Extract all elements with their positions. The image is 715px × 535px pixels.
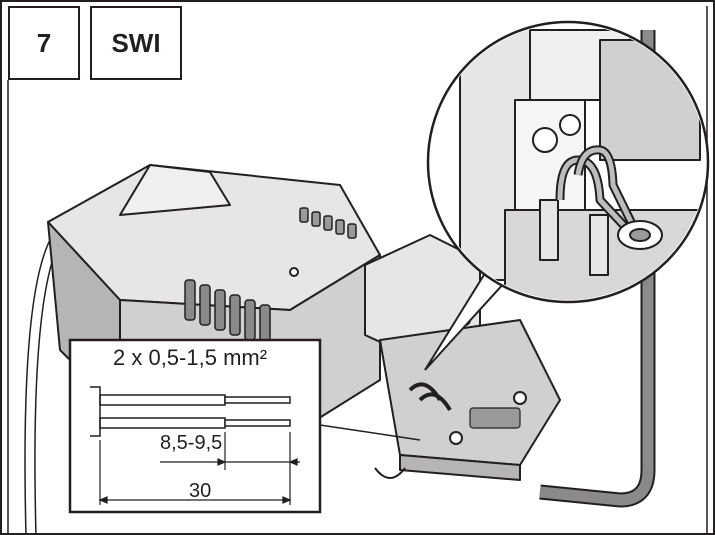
strip-length-label: 8,5-9,5: [160, 432, 223, 454]
strip-inset: [68, 338, 421, 514]
cable-spec-label: 2 x 0,5-1,5 mm²: [113, 345, 268, 370]
sheath-length-label: 30: [189, 480, 212, 502]
supply-cable: [539, 30, 656, 508]
dimension-lines: [98, 432, 300, 505]
model-code-box: SWI: [90, 6, 182, 80]
left-wire: [24, 239, 51, 535]
step-number-box: 7: [8, 6, 80, 80]
step-number: 7: [36, 27, 52, 58]
top-ribs: [299, 207, 357, 239]
magnified-detail: [426, 20, 710, 304]
mounting-slot: [374, 467, 406, 479]
model-code: SWI: [111, 27, 161, 58]
